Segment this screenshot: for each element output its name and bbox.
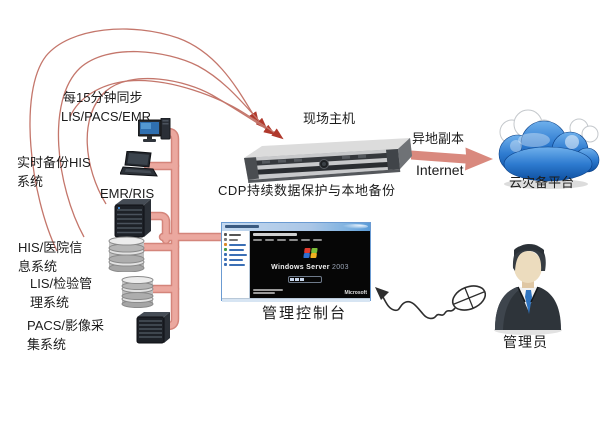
desktop-pc-icon <box>138 118 171 142</box>
emr-ris-label: EMR/RIS <box>100 186 155 201</box>
curve-tower-to-server <box>57 50 268 238</box>
onsite-host-label: 现场主机 <box>303 111 356 126</box>
management-console-window: Windows Server 2003 Microsoft <box>221 222 371 302</box>
lis-system-label: LIS/检验管 理系统 <box>30 274 92 312</box>
boot-copyright-bars <box>253 288 283 294</box>
rack-server-icon <box>244 138 412 183</box>
internet-label: Internet <box>416 162 464 178</box>
his-system-label: HIS/医院信 息系统 <box>18 238 82 276</box>
console-screen-heading-bar <box>253 233 297 236</box>
boot-progress-bar <box>288 276 322 283</box>
lis-database-icon <box>121 276 154 308</box>
offsite-copy-label: 异地副本 <box>412 131 465 146</box>
admin-label: 管理员 <box>503 334 548 350</box>
sync-note-label: 每15分钟同步 LIS/PACS/EMR <box>61 88 152 126</box>
pacs-line2: 集系统 <box>27 337 67 352</box>
tower-server-icon <box>114 199 151 238</box>
console-label: 管理控制台 <box>262 305 348 322</box>
admin-person-icon <box>494 244 562 335</box>
curve-laptop-to-server <box>86 78 276 205</box>
curve-his-to-server <box>29 28 260 252</box>
realtime-note-line2: 系统 <box>17 174 44 189</box>
console-titlebar-gloss <box>342 224 368 229</box>
cloud-platform-label: 云灾备平台 <box>509 175 575 190</box>
realtime-note-line1: 实时备份HIS <box>17 155 91 170</box>
pacs-tower-icon <box>136 312 170 344</box>
laptop-icon <box>120 151 158 177</box>
mouse-cable-arrowhead <box>375 287 389 300</box>
his-line1: HIS/医院信 <box>18 240 83 255</box>
sync-note-line2: LIS/PACS/EMR <box>61 109 152 124</box>
boot-title: Windows Server 2003 <box>250 263 370 272</box>
microsoft-wordmark: Microsoft <box>344 290 368 296</box>
pacs-system-label: PACS/影像采 集系统 <box>27 316 104 354</box>
console-screen-toolbar <box>253 239 322 241</box>
boot-year: 2003 <box>332 264 349 271</box>
realtime-note-label: 实时备份HIS 系统 <box>17 153 91 191</box>
windows-flag-icon <box>302 248 318 258</box>
mouse-cable <box>380 293 456 320</box>
lis-line1: LIS/检验管 <box>30 276 93 291</box>
wan-arrow <box>411 147 493 171</box>
console-statusbar <box>222 298 370 302</box>
console-title-placeholder <box>225 225 259 228</box>
lis-line2: 理系统 <box>30 295 70 310</box>
his-line2: 息系统 <box>18 259 58 274</box>
console-screen: Windows Server 2003 Microsoft <box>250 231 370 298</box>
cdp-caption-label: CDP持续数据保护与本地备份 <box>218 183 396 198</box>
console-nav-tree <box>222 231 250 298</box>
sync-note-line1: 每15分钟同步 <box>63 90 143 105</box>
pacs-line1: PACS/影像采 <box>27 318 105 333</box>
boot-brand: Windows Server <box>271 264 330 271</box>
windows-boot-screen: Windows Server 2003 <box>250 245 370 283</box>
curve-pc-to-server <box>69 79 284 140</box>
console-titlebar <box>222 223 370 231</box>
backup-flow-curves <box>29 28 284 252</box>
mouse-sketch-icon <box>375 285 487 320</box>
his-database-icon <box>108 236 145 272</box>
cloud-icon <box>498 109 600 189</box>
